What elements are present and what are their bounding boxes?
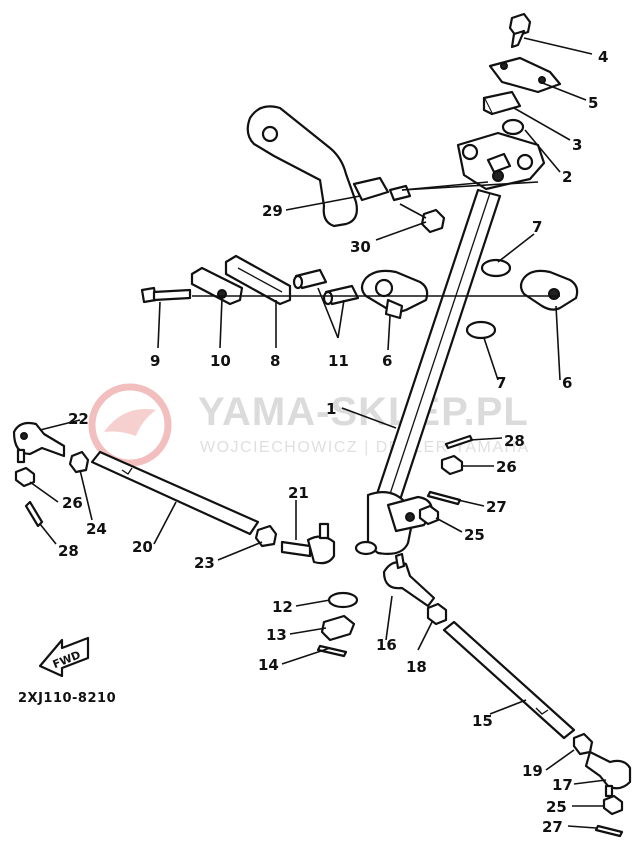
label-20: 20 — [132, 538, 153, 556]
label-29: 29 — [262, 202, 283, 220]
label-30: 30 — [350, 238, 371, 256]
label-18: 18 — [406, 658, 427, 676]
label-28a: 28 — [58, 542, 79, 560]
label-10: 10 — [210, 352, 231, 370]
label-7a: 7 — [532, 218, 542, 236]
part-15-tie-rod — [442, 620, 576, 740]
part-26a-castle-nut — [14, 466, 36, 488]
part-6b-bushing-holder — [519, 269, 579, 311]
label-4: 4 — [598, 48, 608, 66]
part-18-nut — [426, 602, 448, 626]
label-15: 15 — [472, 712, 493, 730]
part-22-tie-rod-end — [12, 421, 66, 464]
part-7b-washer — [465, 320, 497, 340]
part-26b-castle-nut — [440, 454, 464, 476]
part-29-lever-bracket — [246, 105, 412, 228]
part-25b-nut — [418, 504, 440, 526]
part-3-collar — [482, 90, 525, 136]
part-6a-bushing-holder — [360, 269, 429, 320]
label-9: 9 — [150, 352, 160, 370]
leader-lines — [29, 37, 607, 829]
part-16-tie-rod-end — [382, 552, 436, 608]
watermark-logo — [88, 383, 172, 467]
part-24-nut — [68, 450, 90, 474]
part-28a-cotter-pin — [24, 500, 44, 528]
part-4-bolt — [508, 12, 532, 49]
part-30-nut — [399, 203, 446, 234]
part-labels: 4 5 3 2 29 30 7 9 10 8 11 6 7 6 1 22 28 … — [58, 48, 608, 836]
part-9-bolt — [140, 286, 192, 304]
part-17-tie-rod-end — [584, 750, 632, 798]
part-7a-washer — [480, 258, 512, 278]
label-7b: 7 — [496, 374, 506, 392]
part-14-cotter-pin — [316, 644, 348, 658]
part-27a-cotter-pin — [594, 824, 624, 838]
part-8-plate — [224, 254, 292, 306]
part-1-steering-column — [354, 188, 502, 556]
watermark: YAMA-SKLEP.PL WOJCIECHOWICZ | DEALER YAM… — [88, 383, 530, 467]
label-6a: 6 — [382, 352, 392, 370]
label-6b: 6 — [562, 374, 572, 392]
label-16: 16 — [376, 636, 397, 654]
label-21: 21 — [288, 484, 309, 502]
watermark-subtitle: WOJCIECHOWICZ | DEALER YAMAHA — [200, 439, 530, 456]
part-19-nut — [572, 732, 594, 756]
label-25b: 25 — [464, 526, 485, 544]
label-28b: 28 — [504, 432, 525, 450]
label-2: 2 — [562, 168, 572, 186]
label-19: 19 — [522, 762, 543, 780]
label-22: 22 — [68, 410, 89, 428]
watermark-title: YAMA-SKLEP.PL — [198, 390, 529, 434]
label-14: 14 — [258, 656, 279, 674]
part-21-tie-rod-end — [280, 522, 336, 565]
part-5-lock-plate — [488, 56, 562, 94]
label-17: 17 — [552, 776, 573, 794]
label-27b: 27 — [486, 498, 507, 516]
label-13: 13 — [266, 626, 287, 644]
label-11: 11 — [328, 352, 349, 370]
part-25a-nut — [602, 794, 624, 816]
label-5: 5 — [588, 94, 598, 112]
part-13-castle-nut — [320, 614, 356, 642]
label-23: 23 — [194, 554, 215, 572]
label-1: 1 — [326, 400, 336, 418]
label-25a: 25 — [546, 798, 567, 816]
fwd-arrow-icon: FWD — [38, 636, 90, 678]
part-2-upper-holder — [456, 131, 546, 191]
label-24: 24 — [86, 520, 107, 538]
part-23-nut — [254, 524, 278, 548]
label-8: 8 — [270, 352, 280, 370]
label-12: 12 — [272, 598, 293, 616]
label-26a: 26 — [62, 494, 83, 512]
part-20-tie-rod — [90, 450, 260, 536]
part-12-washer — [327, 591, 359, 609]
part-27b-cotter-pin — [426, 490, 462, 506]
part-11-spacers — [292, 268, 360, 306]
diagram-code: 2XJ110-8210 — [18, 691, 116, 706]
label-3: 3 — [572, 136, 582, 154]
label-27a: 27 — [542, 818, 563, 836]
label-26b: 26 — [496, 458, 517, 476]
watermark-logo-mark — [104, 408, 156, 436]
